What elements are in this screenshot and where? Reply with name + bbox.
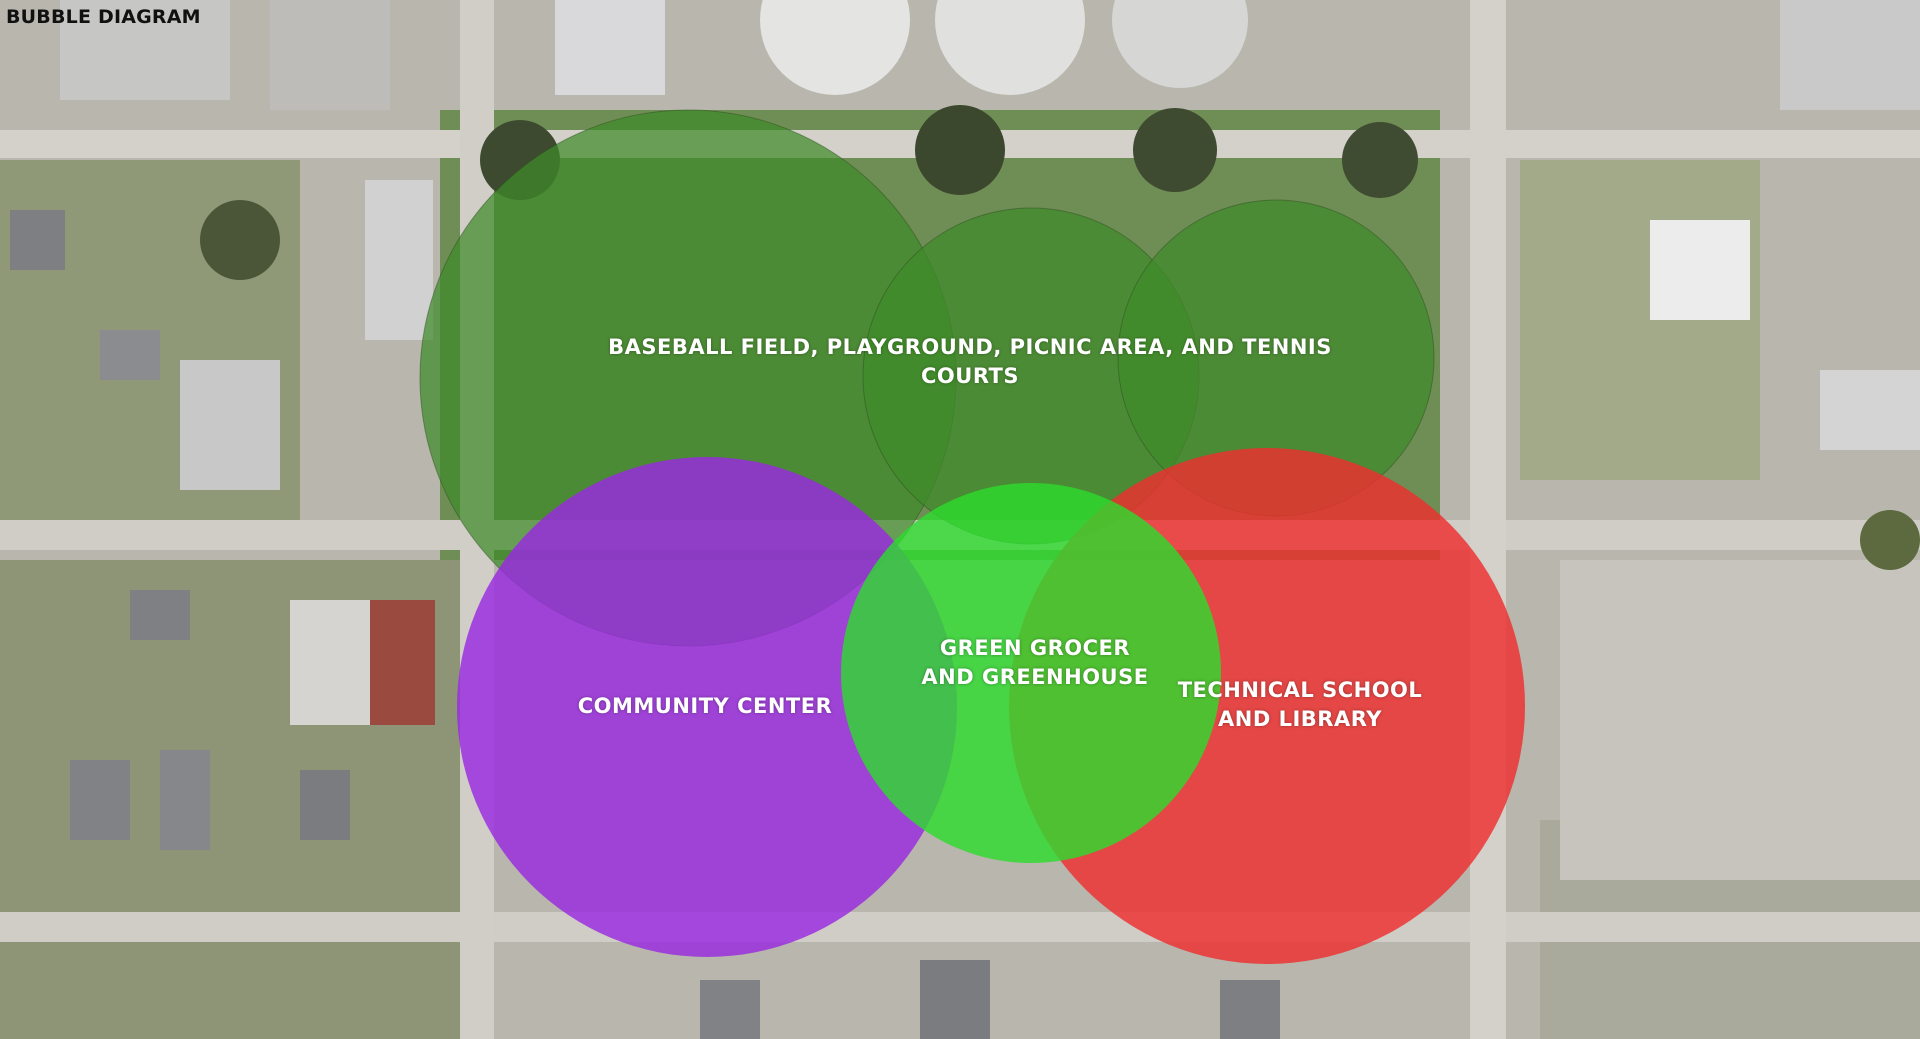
technical-school-label-line1: TECHNICAL SCHOOL <box>1177 678 1423 702</box>
community-center-label: COMMUNITY CENTER <box>560 692 850 721</box>
bubble-green-grocer <box>841 483 1221 863</box>
technical-school-label: TECHNICAL SCHOOL AND LIBRARY <box>1160 676 1440 734</box>
parks-label-text: BASEBALL FIELD, PLAYGROUND, PICNIC AREA,… <box>608 335 1332 388</box>
parks-label: BASEBALL FIELD, PLAYGROUND, PICNIC AREA,… <box>560 333 1380 391</box>
community-center-label-text: COMMUNITY CENTER <box>577 694 833 718</box>
green-grocer-label-line2: AND GREENHOUSE <box>921 665 1149 689</box>
diagram-title: BUBBLE DIAGRAM <box>6 6 201 28</box>
green-grocer-label: GREEN GROCER AND GREENHOUSE <box>890 634 1180 692</box>
bubble-community-center <box>457 457 957 957</box>
technical-school-label-line2: AND LIBRARY <box>1218 707 1382 731</box>
green-grocer-label-line1: GREEN GROCER <box>939 636 1131 660</box>
